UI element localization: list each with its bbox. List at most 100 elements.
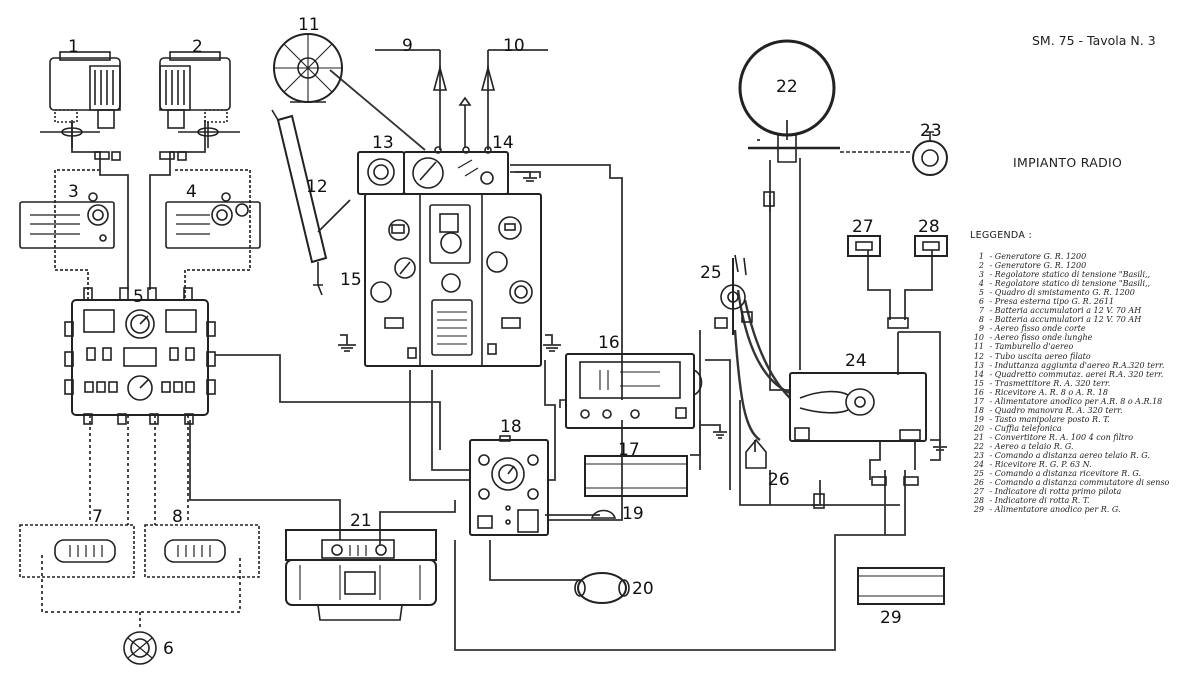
legend-item-number: 7 — [978, 306, 984, 316]
legend-item-text: Generatore G. R. 1200 — [994, 252, 1087, 261]
regulator-4 — [165, 192, 261, 249]
callouts: 1 2 3 4 5 6 7 8 9 10 11 12 13 14 15 16 1… — [68, 15, 942, 659]
legend-item: 1 - Generatore G. R. 1200 — [970, 252, 1198, 261]
battery-8 — [144, 524, 260, 578]
anode-supply-17 — [584, 455, 688, 497]
legend-item: 13 - Induttanza aggiunta d'aereo R.A.320… — [970, 361, 1198, 370]
callout-20: 20 — [632, 579, 654, 599]
legend-item-number: 21 — [973, 432, 984, 442]
legend-item: 12 - Tubo uscita aereo filato — [970, 352, 1198, 361]
legend-item-text: Alimentatore anodico per R. G. — [994, 505, 1121, 515]
callout-19: 19 — [622, 504, 644, 524]
legend-item-text: Comando a distanza commutatore di senso — [994, 478, 1170, 488]
generator-1 — [40, 51, 121, 161]
legend-item-text: Quadro manovra R. A. 320 terr. — [994, 405, 1123, 415]
callout-5: 5 — [133, 287, 144, 307]
callout-11: 11 — [298, 15, 320, 35]
legend-item-number: 16 — [973, 387, 984, 397]
legend-item: 3 - Regolatore statico di tensione "Basi… — [970, 270, 1198, 279]
connector — [813, 493, 825, 509]
receiver-24 — [789, 372, 927, 442]
legend-item: 11 - Tamburello d'aereo — [970, 342, 1198, 351]
loop-remote-23 — [912, 131, 948, 176]
legend-item: 10 - Aereo fisso onde lunghe — [970, 333, 1198, 342]
legend-item-number: 10 — [973, 333, 984, 343]
legend-item-text: Comando a distanza ricevitore R. G. — [994, 469, 1142, 479]
control-panel-18 — [469, 435, 549, 536]
antenna-tube-12 — [271, 109, 351, 296]
connector — [871, 476, 887, 486]
legend-item-text: Tasto manipolare posto R. T. — [994, 414, 1110, 424]
callout-26: 26 — [768, 470, 790, 490]
telegraph-key-19 — [590, 509, 617, 519]
callout-14: 14 — [492, 133, 514, 153]
callout-1: 1 — [68, 37, 79, 57]
legend-item-number: 14 — [973, 369, 984, 379]
transmitter-15 — [364, 193, 542, 367]
legend-item-text: Comando a distanza aereo telaio R. G. — [994, 451, 1150, 461]
anode-supply-29 — [857, 567, 945, 605]
converter-21 — [285, 529, 437, 621]
loop-antenna-22 — [738, 39, 912, 163]
legend-item: 22 - Aereo a telaio R. G. — [970, 442, 1198, 451]
legend-item: 27 - Indicatore di rotta primo pilota — [970, 487, 1198, 496]
legend-item: 16 - Ricevitore A. R. 8 o A. R. 18 — [970, 388, 1198, 397]
battery-7 — [19, 524, 135, 578]
callout-17: 17 — [618, 440, 640, 460]
callout-8: 8 — [172, 507, 183, 527]
callout-28: 28 — [918, 217, 940, 237]
legend-item-number: 25 — [973, 469, 984, 479]
course-indicator-27 — [847, 235, 881, 257]
callout-24: 24 — [845, 351, 867, 371]
regulator-3 — [19, 192, 115, 249]
legend-item: 28 - Indicatore di rotta R. T. — [970, 496, 1198, 505]
legend-item-text: Ricevitore A. R. 8 o A. R. 18 — [994, 387, 1108, 397]
antenna-reel-11 — [273, 33, 343, 103]
legend-item: 19 - Tasto manipolare posto R. T. — [970, 415, 1198, 424]
sense-switch-26 — [745, 438, 767, 469]
legend-item-number: 8 — [978, 315, 984, 325]
connector — [763, 191, 775, 207]
legend-item-number: 29 — [973, 505, 984, 515]
callout-16: 16 — [598, 333, 620, 353]
legend-item-number: 18 — [973, 405, 984, 415]
legend-item: 5 - Quadro di smistamento G. R. 1200 — [970, 288, 1198, 297]
antenna-switch-box-14 — [403, 146, 509, 195]
callout-2: 2 — [192, 37, 203, 57]
legend-item: 18 - Quadro manovra R. A. 320 terr. — [970, 406, 1198, 415]
legend-item-text: Cuffia telefonica — [994, 423, 1062, 433]
antenna-insulator — [458, 96, 472, 106]
legend-item-text: Regolatore statico di tensione "Basili,, — [994, 279, 1151, 289]
callout-9: 9 — [402, 36, 413, 56]
connector — [903, 476, 919, 486]
legend-item-number: 15 — [973, 378, 984, 388]
inductance-13 — [357, 151, 405, 195]
legend-item: 29 - Alimentatore anodico per R. G. — [970, 505, 1198, 514]
legend-item-number: 23 — [973, 451, 984, 461]
legend-item: 25 - Comando a distanza ricevitore R. G. — [970, 469, 1198, 478]
legend-item-text: Regolatore statico di tensione "Basili,, — [994, 270, 1151, 280]
callout-25: 25 — [700, 263, 722, 283]
junction-box — [887, 317, 909, 329]
legend-item-text: Indicatore di rotta primo pilota — [994, 487, 1122, 497]
antenna-9 — [432, 64, 448, 91]
legend-item: 23 - Comando a distanza aereo telaio R. … — [970, 451, 1198, 460]
legend-item-text: Trasmettitore R. A. 320 terr. — [994, 378, 1111, 388]
legend-item-number: 19 — [973, 414, 984, 424]
callout-10: 10 — [503, 36, 525, 56]
legend-item-number: 11 — [973, 342, 984, 352]
legend-item-number: 12 — [973, 351, 984, 361]
legend-item-text: Indicatore di rotta R. T. — [994, 496, 1090, 506]
diagram-title: IMPIANTO RADIO — [1013, 155, 1123, 170]
legend-item-number: 9 — [978, 324, 984, 334]
callout-12: 12 — [306, 177, 328, 197]
callout-3: 3 — [68, 182, 79, 202]
legend-item-number: 1 — [978, 252, 984, 261]
sheet-title: SM. 75 - Tavola N. 3 — [1032, 33, 1156, 48]
legend-item-text: Generatore G. R. 1200 — [994, 261, 1087, 271]
legend-item: 8 - Batteria accumulatori a 12 V. 70 AH — [970, 315, 1198, 324]
callout-23: 23 — [920, 121, 942, 141]
legend-item-text: Presa esterna tipo G. R. 2611 — [994, 297, 1115, 307]
